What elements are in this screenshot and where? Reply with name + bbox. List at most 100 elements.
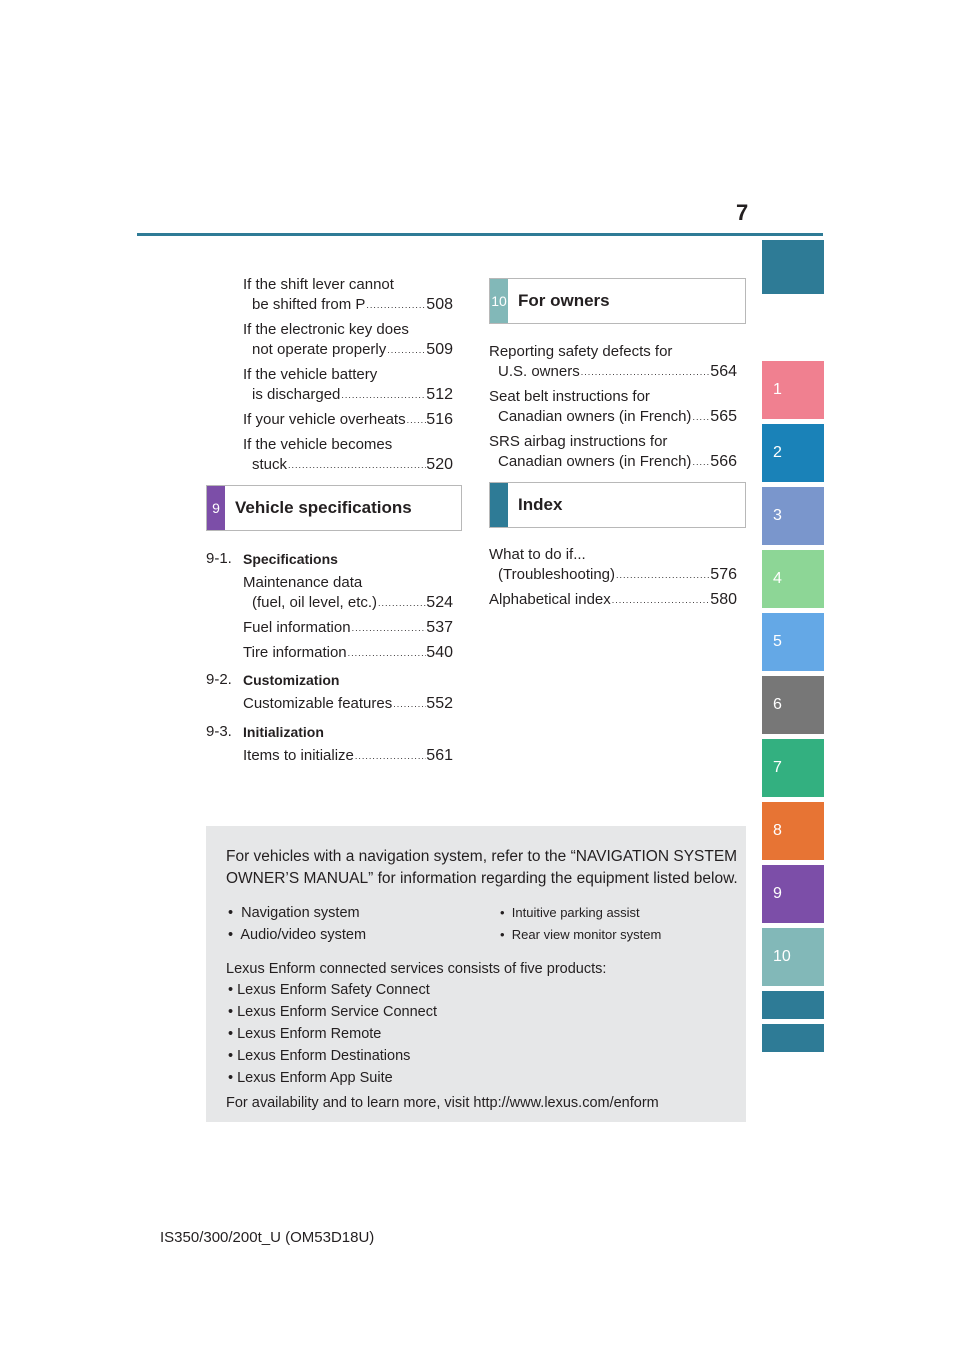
info-intro-line2: OWNER’S MANUAL” for information regardin…	[226, 870, 738, 887]
toc-entry-label: Canadian owners (in French)	[498, 453, 692, 470]
toc-page-number: 537	[426, 619, 453, 636]
toc-entry-title: If the vehicle battery	[243, 366, 378, 383]
leader-dots: ........................................…	[616, 570, 711, 580]
section-marker	[490, 483, 508, 527]
subsection-number: 9-1.	[206, 550, 232, 567]
list-item: • Lexus Enform Remote	[228, 1026, 382, 1042]
toc-entry[interactable]: If the vehicle battery is discharged.....…	[243, 365, 453, 405]
section-marker: 9	[207, 486, 225, 530]
leader-dots: ........................................…	[351, 623, 427, 633]
list-item: • Lexus Enform Service Connect	[228, 1004, 437, 1020]
toc-entry-label: Fuel information	[243, 619, 351, 636]
enform-intro: Lexus Enform connected services consists…	[226, 961, 607, 977]
leader-dots: ........................................…	[366, 300, 426, 310]
chapter-tab-10[interactable]: 10	[762, 928, 824, 986]
chapter-tab-3[interactable]: 3	[762, 487, 824, 545]
toc-entry[interactable]: Alphabetical index......................…	[489, 590, 737, 610]
toc-entry-title: SRS airbag instructions for	[489, 433, 668, 450]
list-item: • Rear view monitor system	[500, 927, 662, 942]
info-closing: For availability and to learn more, visi…	[226, 1095, 659, 1111]
leader-dots: ........................................…	[692, 412, 710, 422]
toc-entry-title: If the shift lever cannot	[243, 276, 394, 293]
toc-entry[interactable]: Customizable features...................…	[243, 694, 453, 714]
list-item: • Navigation system	[228, 905, 360, 921]
chapter-tab-blank[interactable]	[762, 1024, 824, 1052]
chapter-tab-9[interactable]: 9	[762, 865, 824, 923]
toc-entry-title: Seat belt instructions for	[489, 388, 650, 405]
section-marker: 10	[490, 279, 508, 323]
subsection-number: 9-3.	[206, 723, 232, 740]
page-number: 7	[736, 200, 749, 225]
toc-entry[interactable]: Maintenance data (fuel, oil level, etc.).…	[243, 573, 453, 613]
toc-page-number: 509	[426, 341, 453, 358]
chapter-tab-7[interactable]: 7	[762, 739, 824, 797]
toc-page-number: 552	[426, 695, 453, 712]
toc-entry-label: (fuel, oil level, etc.)	[252, 594, 378, 611]
leader-dots: ........................................…	[580, 367, 711, 377]
toc-entry-label: not operate properly	[252, 341, 387, 358]
leader-dots: ........................................…	[393, 699, 426, 709]
toc-entry[interactable]: Items to initialize.....................…	[243, 746, 453, 766]
toc-page-number: 524	[426, 594, 453, 611]
toc-page-number: 516	[426, 411, 453, 428]
toc-page-number: 540	[426, 644, 453, 661]
toc-entry-label: stuck	[252, 456, 288, 473]
toc-entry-label: Alphabetical index	[489, 591, 611, 608]
toc-page-number: 576	[710, 566, 737, 583]
toc-entry[interactable]: What to do if...(Troubleshooting).......…	[489, 545, 737, 585]
toc-entry-title: Maintenance data	[243, 574, 363, 591]
list-item: • Lexus Enform Destinations	[228, 1048, 411, 1064]
toc-entry-label: be shifted from P	[252, 296, 366, 313]
subsection-number: 9-2.	[206, 671, 232, 688]
toc-entry-label: Items to initialize	[243, 747, 354, 764]
subsection-title[interactable]: Initialization	[243, 724, 324, 740]
subsection-title[interactable]: Customization	[243, 672, 340, 688]
toc-entry-label: Customizable features	[243, 695, 393, 712]
leader-dots: ........................................…	[354, 751, 426, 761]
leader-dots: ........................................…	[341, 390, 426, 400]
toc-entry[interactable]: If your vehicle overheats...............…	[243, 410, 453, 430]
section-vehicle-specifications[interactable]: 9 Vehicle specifications	[206, 485, 462, 531]
subsection-title[interactable]: Specifications	[243, 551, 338, 567]
section-title: Vehicle specifications	[235, 498, 412, 517]
list-item: • Lexus Enform Safety Connect	[228, 982, 430, 998]
leader-dots: ........................................…	[406, 415, 427, 425]
section-index[interactable]: Index	[489, 482, 746, 528]
toc-page-number: 564	[710, 363, 737, 380]
chapter-tab-blank[interactable]	[762, 991, 824, 1019]
toc-entry-title: If the vehicle becomes	[243, 436, 393, 453]
toc-entry-label: Tire information	[243, 644, 347, 661]
list-item: • Audio/video system	[228, 927, 367, 943]
toc-entry[interactable]: If the electronic key does not operate pr…	[243, 320, 453, 360]
toc-entry[interactable]: Tire information........................…	[243, 643, 453, 663]
leader-dots: ........................................…	[387, 345, 426, 355]
section-for-owners[interactable]: 10 For owners	[489, 278, 746, 324]
list-item: • Intuitive parking assist	[500, 905, 640, 920]
leader-dots: ........................................…	[611, 595, 711, 605]
chapter-tab-blank[interactable]	[762, 240, 824, 294]
chapter-tab-5[interactable]: 5	[762, 613, 824, 671]
toc-entry-title: If the electronic key does	[243, 321, 409, 338]
toc-entry-title: Reporting safety defects for	[489, 343, 673, 360]
chapter-tab-4[interactable]: 4	[762, 550, 824, 608]
header-rule	[137, 233, 823, 236]
chapter-tab-8[interactable]: 8	[762, 802, 824, 860]
leader-dots: ........................................…	[347, 648, 427, 658]
chapter-tab-6[interactable]: 6	[762, 676, 824, 734]
chapter-tab-1[interactable]: 1	[762, 361, 824, 419]
toc-entry[interactable]: Fuel information........................…	[243, 618, 453, 638]
toc-page-number: 561	[426, 747, 453, 764]
leader-dots: ........................................…	[378, 598, 427, 608]
toc-entry-label: If your vehicle overheats	[243, 411, 406, 428]
toc-page-number: 566	[710, 453, 737, 470]
toc-entry-label: is discharged	[252, 386, 341, 403]
section-title: Index	[518, 495, 563, 514]
info-box: For vehicles with a navigation system, r…	[206, 826, 746, 1122]
toc-entry[interactable]: If the shift lever cannot be shifted from…	[243, 275, 453, 315]
chapter-tab-2[interactable]: 2	[762, 424, 824, 482]
info-intro-line1: For vehicles with a navigation system, r…	[226, 848, 738, 865]
